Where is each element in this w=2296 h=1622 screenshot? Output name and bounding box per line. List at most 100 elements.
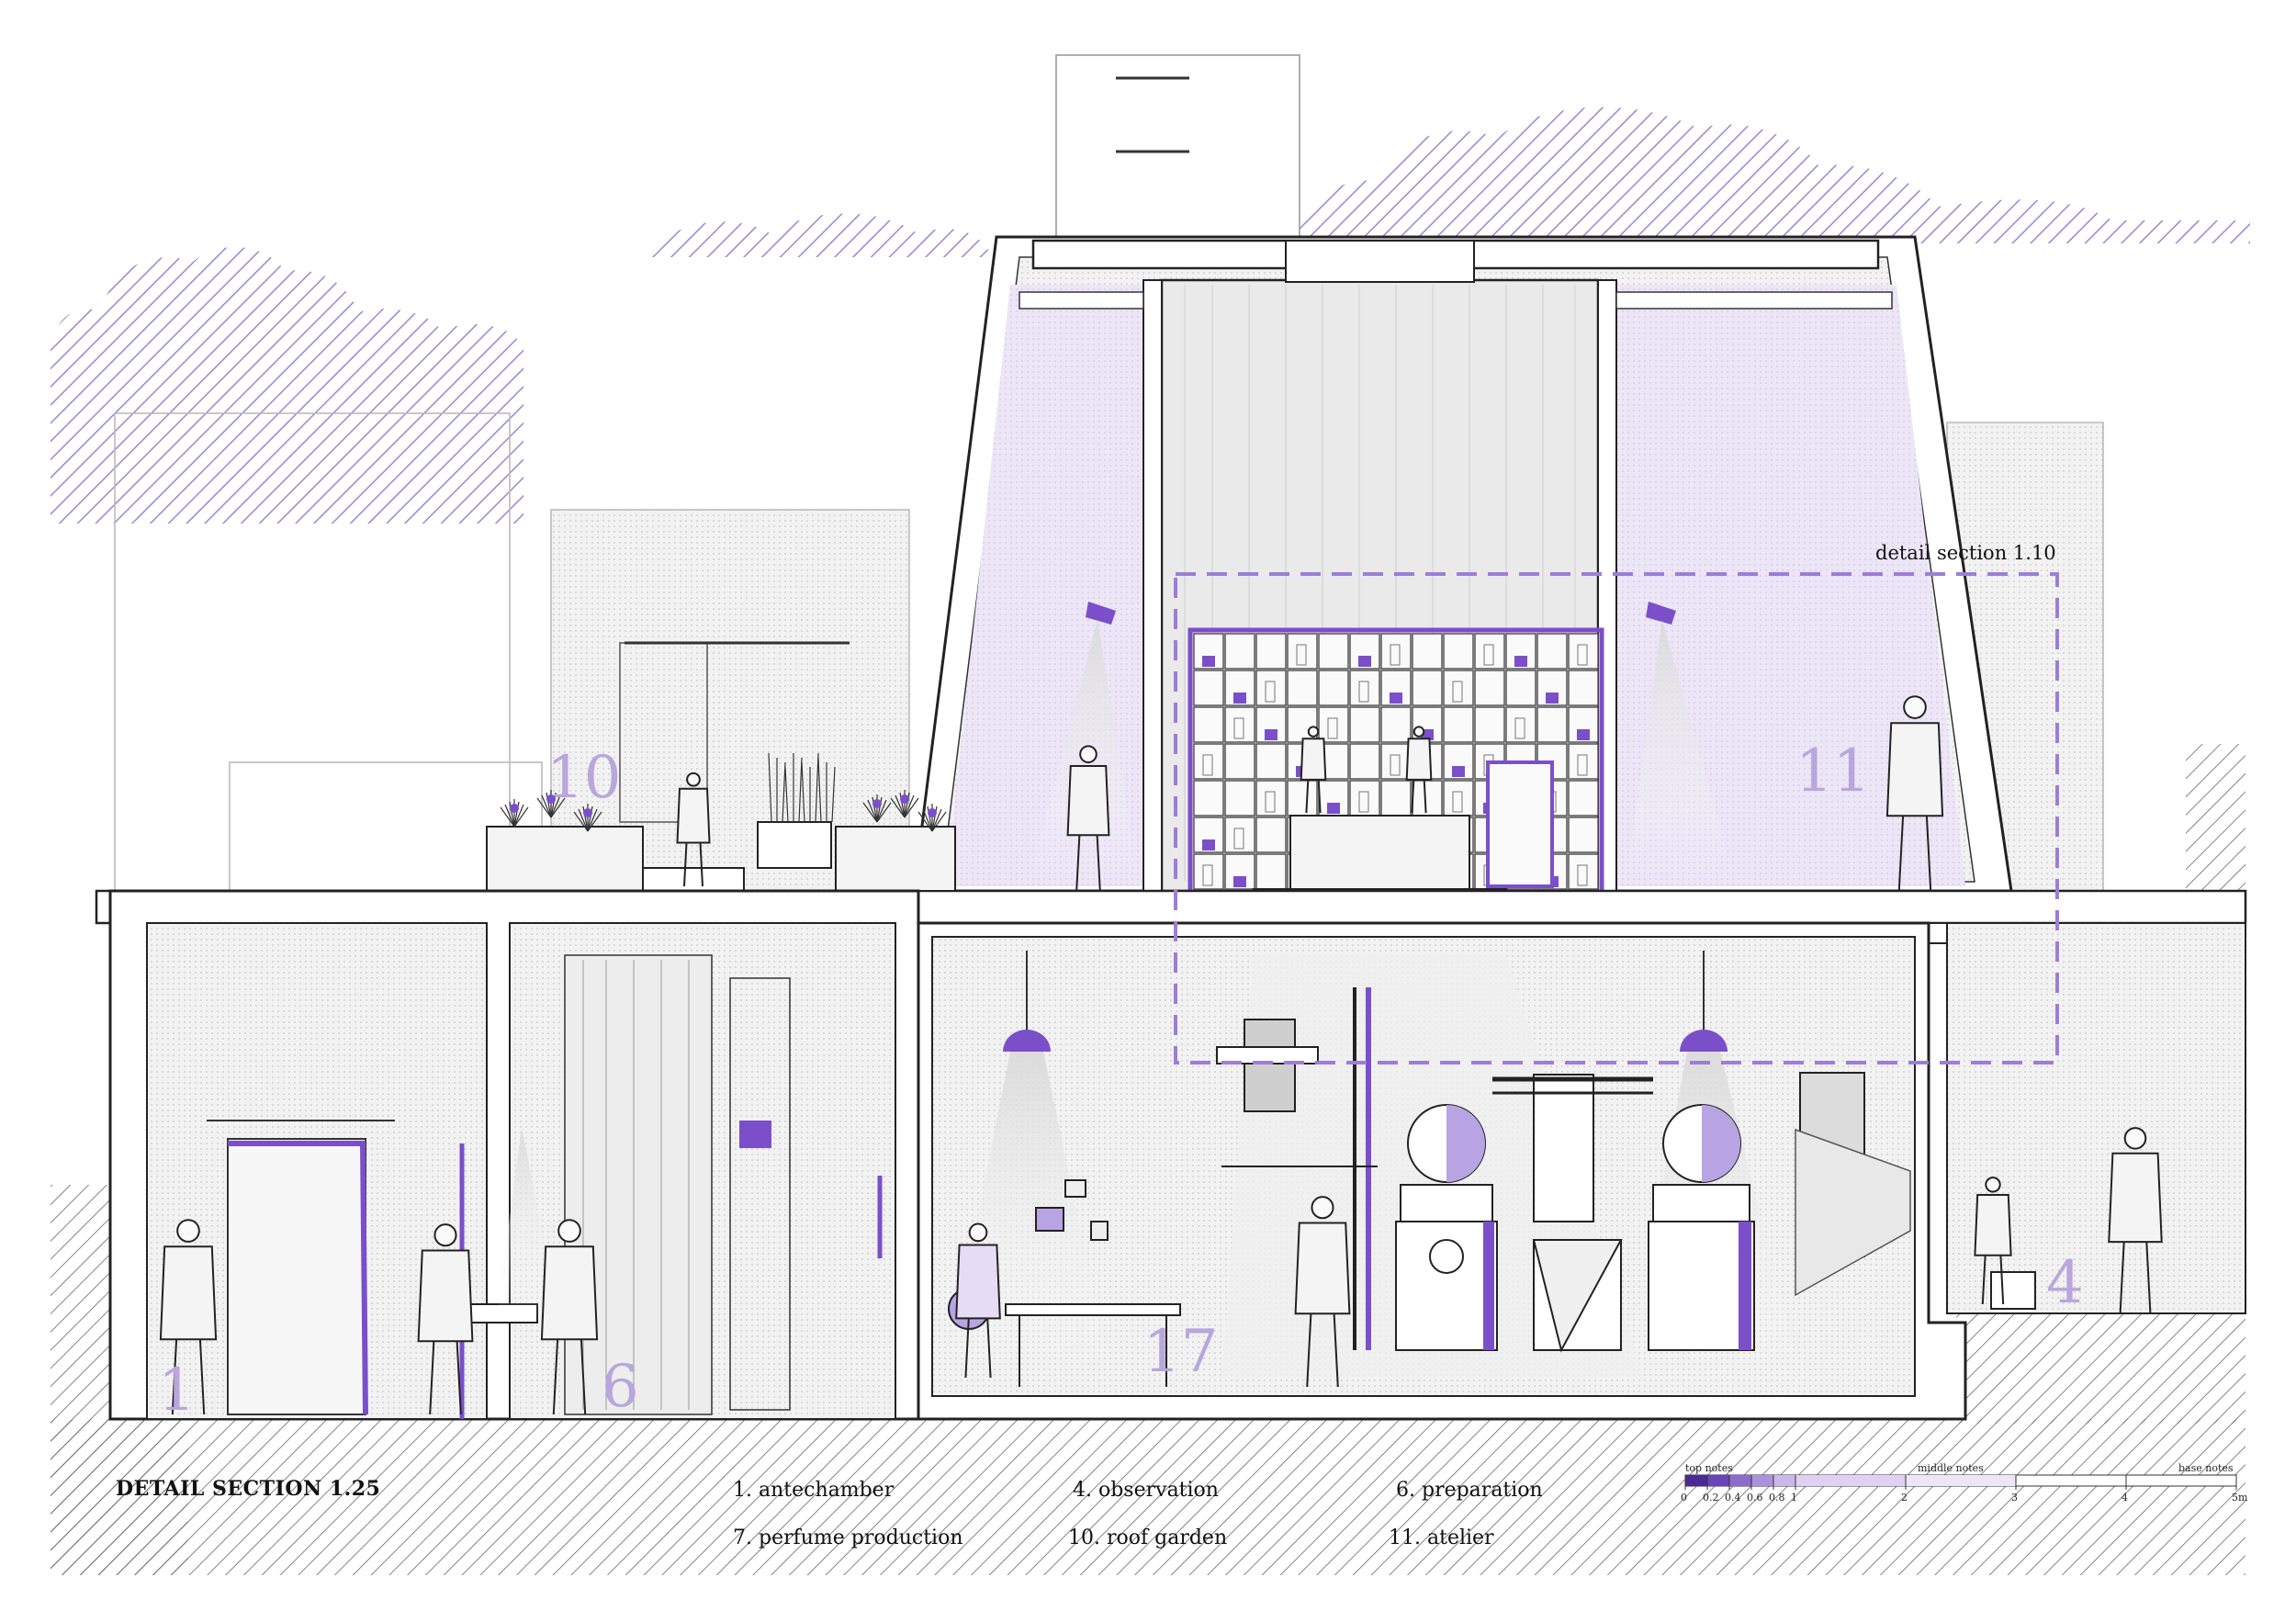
scale-tick-label: 0.4 — [1725, 1492, 1741, 1504]
scale-segment — [1773, 1475, 1795, 1486]
grass-stalk — [782, 761, 786, 823]
shelf-cell — [1318, 706, 1349, 743]
scale-tick-label: 3 — [2011, 1492, 2018, 1504]
bottle — [1233, 717, 1244, 739]
plant-stem — [862, 802, 878, 823]
bottle — [1358, 681, 1369, 703]
shelf-cell — [1224, 817, 1255, 853]
bottle — [1390, 644, 1401, 666]
observation-bench — [1795, 1128, 2036, 1310]
shelf-cell — [1505, 670, 1536, 706]
bottle — [1514, 656, 1527, 667]
shelf-cell — [1536, 633, 1568, 670]
grass-stalk — [801, 761, 805, 823]
shelf-cell — [1287, 633, 1318, 670]
person-figure — [1294, 1196, 1351, 1388]
person-figure — [1405, 726, 1433, 814]
shelf-side-unit — [1486, 760, 1554, 888]
bottle — [1327, 717, 1338, 739]
shelf-cell — [1412, 670, 1443, 706]
flower — [872, 799, 882, 808]
plant-stem — [573, 811, 589, 832]
grass-stalk — [768, 752, 772, 823]
shelf-cell — [1224, 633, 1255, 670]
room-number-17: 17 — [1143, 1318, 1219, 1386]
bottle — [1358, 791, 1369, 813]
plant-stem — [587, 808, 598, 832]
scale-tick-label: 0.6 — [1747, 1492, 1763, 1504]
shelf-cell — [1443, 670, 1474, 706]
shelf-cell — [1318, 633, 1349, 670]
person-figure — [2108, 1127, 2163, 1314]
bottle — [1327, 803, 1340, 814]
legend-item-roof-garden: 10. roof garden — [1068, 1526, 1228, 1549]
shelf-cell — [1224, 743, 1255, 780]
bottle — [1452, 681, 1463, 703]
plant-stem — [867, 799, 878, 823]
bottle — [1233, 876, 1246, 887]
shelf-cell — [1287, 780, 1318, 817]
scale-segment — [1685, 1475, 1707, 1486]
person-figure — [540, 1219, 599, 1415]
shelf-cell — [1568, 853, 1599, 890]
shelf-cell — [1443, 706, 1474, 743]
plant-stem — [922, 808, 933, 832]
scale-tick-label: 5m — [2232, 1492, 2248, 1504]
shelf-cell — [1474, 706, 1505, 743]
bottle — [1390, 754, 1401, 776]
bottle — [1452, 791, 1463, 813]
person-figure — [417, 1223, 474, 1415]
bottle — [1233, 693, 1246, 704]
legend-item-perfume-production: 7. perfume production — [733, 1526, 963, 1549]
plant-stem — [550, 794, 561, 818]
grass-stalk — [798, 757, 803, 823]
flower — [928, 808, 937, 817]
legend-item-preparation: 6. preparation — [1396, 1479, 1543, 1502]
plant-stem — [541, 794, 552, 818]
people — [159, 695, 2163, 1415]
shelf-cell — [1412, 633, 1443, 670]
room-number-10: 10 — [546, 744, 622, 812]
shelf-cell — [1568, 817, 1599, 853]
bottle — [1233, 828, 1244, 850]
shelf-cell — [1224, 780, 1255, 817]
bottle — [1202, 656, 1215, 667]
shelf-cell — [1443, 633, 1474, 670]
legend-item-atelier: 11. atelier — [1389, 1526, 1494, 1549]
bottle — [1546, 693, 1559, 704]
shelf-cell — [1193, 853, 1224, 890]
shelf-cell — [1255, 817, 1287, 853]
shelf-cell — [1318, 670, 1349, 706]
cloud-hatch-right — [1295, 107, 2250, 243]
shelf-cell — [1193, 780, 1224, 817]
shelf-cell — [1505, 706, 1536, 743]
bottle — [1265, 729, 1277, 740]
shelf-cell — [1349, 670, 1380, 706]
roof-garden-planters — [486, 641, 956, 892]
shelf-cell — [1568, 780, 1599, 817]
plant-stem — [587, 811, 602, 832]
scale-tick-label: 0.2 — [1703, 1492, 1719, 1504]
plant-stem — [917, 811, 933, 832]
grass-stalk — [815, 752, 819, 823]
plant-stem — [504, 804, 515, 828]
plant-stem — [931, 808, 942, 832]
bottle — [1358, 656, 1371, 667]
shelf-cell — [1193, 706, 1224, 743]
plant-stem — [550, 797, 566, 818]
detail-section-label: detail section 1.10 — [1875, 542, 2056, 564]
shelf-cell — [1380, 633, 1412, 670]
person-figure — [159, 1219, 218, 1415]
shelf-cell — [1412, 780, 1443, 817]
scale-tick-label: 2 — [1901, 1492, 1908, 1504]
person-figure — [955, 1222, 1001, 1379]
distillation-stills — [1216, 987, 1865, 1353]
scale-tick-label: 0 — [1681, 1492, 1687, 1504]
plant-stem — [904, 794, 915, 818]
wall-lamp-right — [1626, 602, 1736, 882]
scale-segment — [1795, 1475, 1906, 1486]
antechamber-door — [207, 1120, 395, 1415]
scale-tick-label: 1 — [1791, 1492, 1797, 1504]
bottle — [1265, 791, 1276, 813]
